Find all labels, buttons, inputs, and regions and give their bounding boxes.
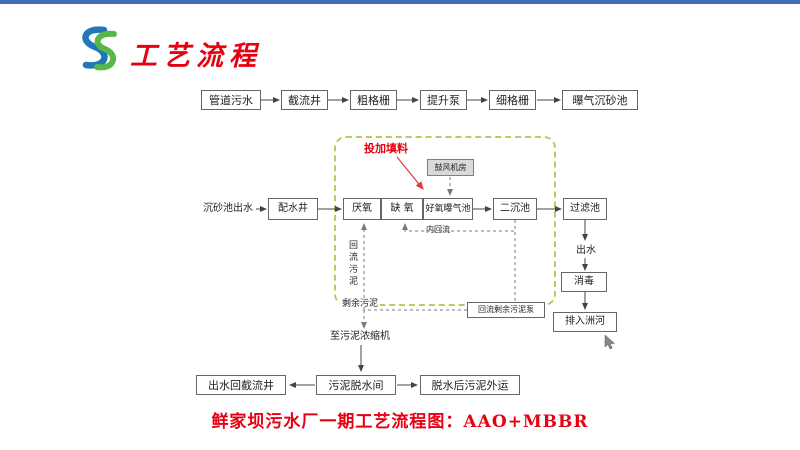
node-lift-pump: 提升泵: [420, 90, 467, 110]
node-blower-room: 鼓风机房: [427, 159, 474, 176]
node-aerobic-aeration-tank: 好氧曝气池: [423, 198, 473, 220]
node-interception-well: 截流井: [281, 90, 328, 110]
mbbr-zone-outline: [334, 136, 556, 306]
node-distribution-well: 配水井: [268, 198, 318, 220]
node-anaerobic-tank: 厌氧: [343, 198, 381, 220]
label-grit-effluent: 沉砂池出水: [203, 203, 253, 214]
label-internal-reflux: 内回流: [424, 225, 452, 234]
node-fine-screen: 细格栅: [489, 90, 536, 110]
node-pipeline-sewage: 管道污水: [201, 90, 261, 110]
node-aerated-grit-chamber: 曝气沉砂池: [562, 90, 638, 110]
company-logo-icon: [82, 26, 117, 71]
node-reflux-surplus-sludge-pump: 回流剩余污泥泵: [467, 302, 545, 318]
label-surplus-sludge: 剩余污泥: [340, 299, 381, 309]
top-accent-bar: [0, 0, 800, 4]
slide-caption: 鲜家坝污水厂一期工艺流程图：AAO+MBBR: [211, 412, 589, 432]
label-effluent: 出水: [576, 245, 596, 256]
node-sludge-dewatering-room: 污泥脱水间: [316, 375, 396, 395]
node-coarse-screen: 粗格栅: [350, 90, 397, 110]
page-title: 工艺流程: [130, 41, 262, 72]
node-filter-tank: 过滤池: [563, 198, 607, 220]
node-secondary-clarifier: 二沉池: [493, 198, 537, 220]
label-add-filler: 投加填料: [364, 142, 408, 155]
label-return-sludge: 回流污泥: [347, 240, 357, 288]
label-to-sludge-thickener: 至污泥浓缩机: [330, 331, 390, 342]
node-effluent-back-to-well: 出水回截流井: [196, 375, 286, 395]
node-anoxic-tank: 缺 氧: [381, 198, 423, 220]
node-disinfection: 消毒: [561, 272, 607, 292]
node-discharge-to-river: 排入洲河: [553, 312, 617, 332]
mouse-cursor: [604, 335, 616, 350]
node-dewatered-sludge-out: 脱水后污泥外运: [420, 375, 520, 395]
